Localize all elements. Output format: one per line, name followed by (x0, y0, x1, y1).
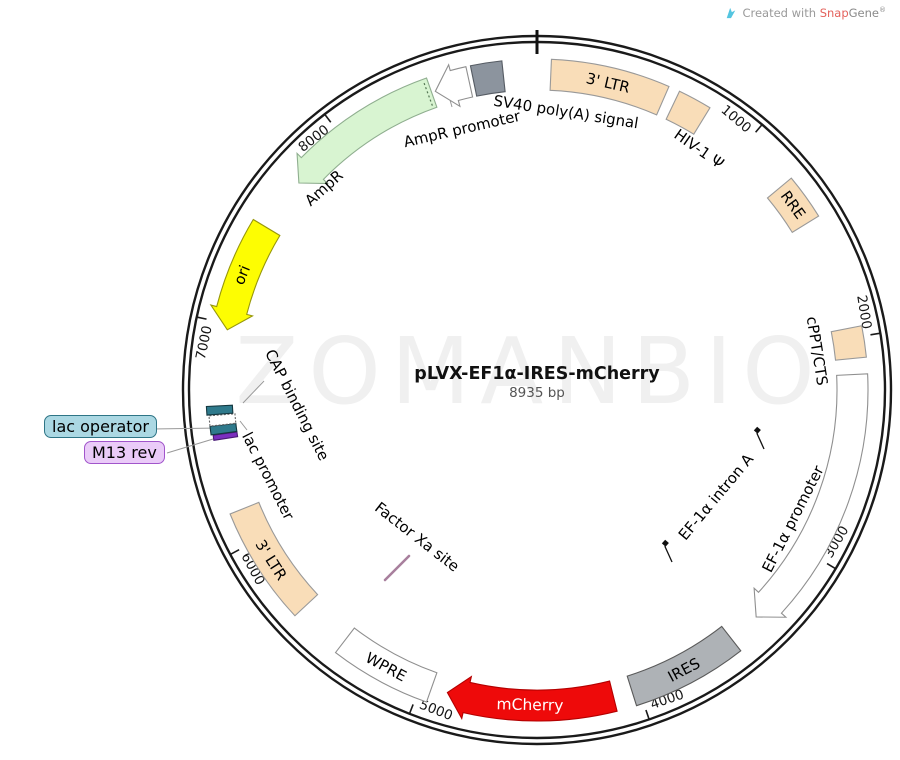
wpre-box (334, 627, 438, 703)
tick-5000 (408, 704, 414, 715)
tick-label-7000: 7000 (193, 324, 216, 361)
tick-7000 (196, 316, 207, 320)
m13-rev-callout: M13 rev (84, 441, 165, 464)
tick-6000 (229, 549, 240, 556)
ires-box (626, 625, 742, 707)
cap-binding-site-slat (205, 404, 234, 416)
mcherry-arrow (446, 675, 618, 722)
lac-operator-slat (209, 422, 238, 436)
sv40-polya-box (469, 60, 506, 97)
ampr-promoter-arrow (434, 63, 474, 108)
snapgene-credit: Created with SnapGene® (725, 6, 886, 20)
plasmid-title: pLVX-EF1α-IRES-mCherry (414, 364, 660, 384)
three-prime-ltr-2-box (229, 501, 319, 617)
rre-box (766, 177, 820, 234)
factor-xa-marker (383, 554, 411, 582)
lac-promoter-slat (208, 413, 237, 427)
tick-1000 (754, 124, 763, 133)
plasmid-size: 8935 bp (509, 385, 565, 401)
label-ef1a-intron-a: EF-1α intron A (675, 450, 758, 544)
tick-4000 (645, 709, 650, 720)
three-prime-ltr-top-box (549, 58, 670, 116)
tick-3000 (826, 562, 837, 570)
hiv1-psi-box (665, 90, 711, 135)
label-hiv1-psi: HIV-1 Ψ (671, 125, 728, 172)
watermark-text: ZOMANBIO (235, 318, 825, 425)
cppt-cts-box (830, 325, 867, 361)
plasmid-title-block: pLVX-EF1α-IRES-mCherry 8935 bp (414, 364, 659, 401)
cap-binding-leader (242, 380, 265, 404)
intron-boundary-marker-left (661, 539, 673, 563)
ori-arrow (209, 218, 281, 331)
credit-text: Created with SnapGene® (742, 6, 886, 20)
tick-label-2000: 2000 (853, 294, 874, 331)
tick-2000 (870, 332, 881, 336)
label-factor-xa: Factor Xa site (371, 499, 462, 576)
lac-operator-callout: lac operator (44, 415, 157, 438)
intron-boundary-marker-right (753, 426, 765, 450)
lac-promoter-leader (239, 420, 248, 431)
snapgene-logo-icon (727, 7, 736, 19)
label-mcherry: mCherry (496, 695, 563, 714)
label-cppt-cts: cPPT/CTS (803, 315, 832, 387)
lac-operator-leader (151, 427, 220, 430)
ampr-arrow (296, 77, 438, 185)
ef1a-promoter-arrow (753, 373, 869, 618)
tick-8000 (324, 113, 332, 123)
label-cap-binding: CAP binding site (261, 346, 333, 463)
